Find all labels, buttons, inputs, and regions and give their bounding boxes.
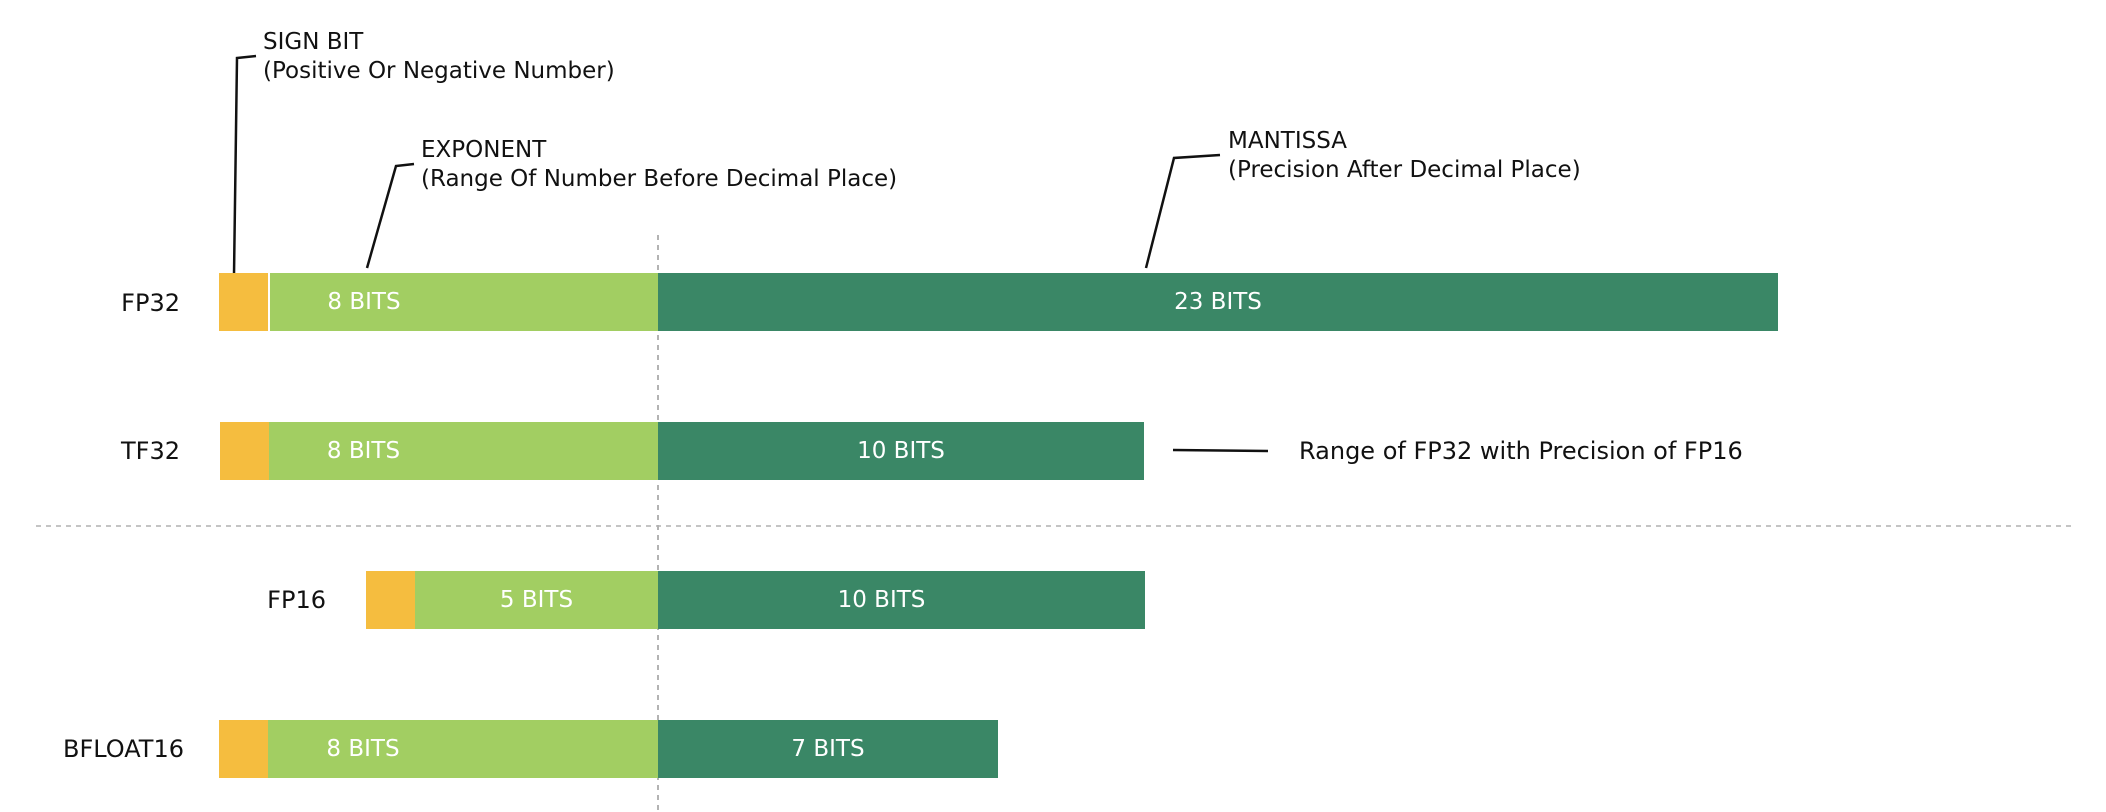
fp16-exponent: 5 BITS (415, 571, 658, 629)
fp16-mantissa: 10 BITS (658, 571, 1145, 629)
tf32-note-leader-line (1172, 448, 1269, 453)
bfloat16-exponent: 8 BITS (268, 720, 658, 778)
format-label-tf32: TF32 (120, 437, 180, 465)
bfloat16-mantissa-label: 7 BITS (791, 736, 865, 762)
fp32-mantissa: 23 BITS (658, 273, 1778, 331)
exponent-annotation: EXPONENT (Range Of Number Before Decimal… (421, 136, 897, 194)
sign-bit-leader-line (232, 54, 257, 276)
tf32-sign-bit (220, 422, 269, 480)
fp16-exponent-label: 5 BITS (499, 587, 574, 613)
tf32-exponent-label: 8 BITS (326, 438, 401, 464)
exponent-leader-line (365, 162, 415, 269)
fp32-mantissa-label: 23 BITS (1174, 289, 1262, 315)
format-label-fp32: FP32 (121, 289, 180, 317)
format-label-fp16: FP16 (267, 586, 326, 614)
bfloat16-exponent-label: 8 BITS (326, 736, 400, 762)
format-label-bfloat16: BFLOAT16 (62, 735, 184, 763)
fp16-sign-bit (366, 571, 415, 629)
bfloat16-mantissa: 7 BITS (658, 720, 998, 778)
exponent-subtitle: (Range Of Number Before Decimal Place) (421, 166, 898, 192)
exponent-title: EXPONENT (421, 137, 547, 163)
sign-bit-subtitle: (Positive Or Negative Number) (263, 58, 615, 84)
tf32-exponent: 8 BITS (269, 422, 658, 480)
mantissa-subtitle: (Precision After Decimal Place) (1228, 157, 1581, 183)
fp16-mantissa-label: 10 BITS (837, 587, 926, 613)
mantissa-leader-line (1144, 153, 1221, 269)
mantissa-title: MANTISSA (1228, 128, 1347, 154)
fp32-exponent: 8 BITS (268, 273, 658, 331)
sign-bit-title: SIGN BIT (263, 29, 364, 55)
tf32-mantissa-label: 10 BITS (857, 438, 945, 464)
sign-bit-annotation: SIGN BIT (Positive Or Negative Number) (263, 28, 615, 86)
tf32-note: Range of FP32 with Precision of FP16 (1299, 437, 1743, 465)
bfloat16-sign-bit (219, 720, 268, 778)
fp32-sign-bit (219, 273, 268, 331)
fp32-exponent-label: 8 BITS (327, 289, 401, 315)
tf32-mantissa: 10 BITS (658, 422, 1144, 480)
mantissa-annotation: MANTISSA (Precision After Decimal Place) (1228, 127, 1581, 185)
